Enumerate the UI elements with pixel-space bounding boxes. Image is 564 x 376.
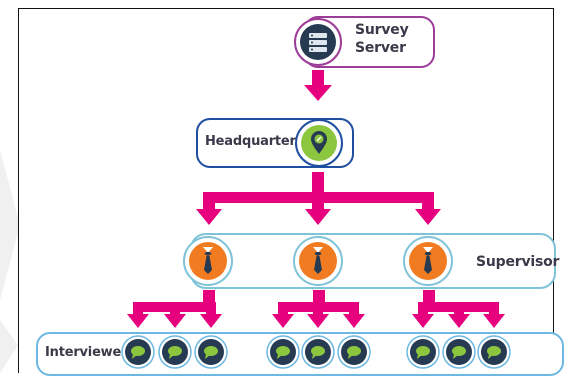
interviewer-label: Interviewer <box>45 345 128 360</box>
interviewer-chat-icon-6 <box>337 335 371 369</box>
arrow-server-to-hq <box>312 70 324 86</box>
supervisor-tie-icon-2 <box>293 236 343 286</box>
map-pin-icon <box>295 119 343 167</box>
survey-server-label-line2: Server <box>355 40 406 56</box>
supervisor-tie-icon-3 <box>403 236 453 286</box>
supervisor-row-box <box>190 233 556 289</box>
server-icon <box>294 18 342 66</box>
headquarters-label: Headquarters <box>205 134 304 149</box>
interviewer-chat-icon-2 <box>158 335 192 369</box>
interviewer-chat-icon-3 <box>194 335 228 369</box>
survey-server-label-line1: Survey <box>355 22 409 38</box>
interviewer-chat-icon-7 <box>406 335 440 369</box>
supervisor-label: Supervisor <box>476 254 560 270</box>
interviewer-chat-icon-5 <box>301 335 335 369</box>
interviewer-chat-icon-4 <box>266 335 300 369</box>
interviewer-chat-icon-9 <box>477 335 511 369</box>
interviewer-chat-icon-1 <box>121 335 155 369</box>
supervisor-tie-icon-1 <box>183 236 233 286</box>
interviewer-chat-icon-8 <box>442 335 476 369</box>
